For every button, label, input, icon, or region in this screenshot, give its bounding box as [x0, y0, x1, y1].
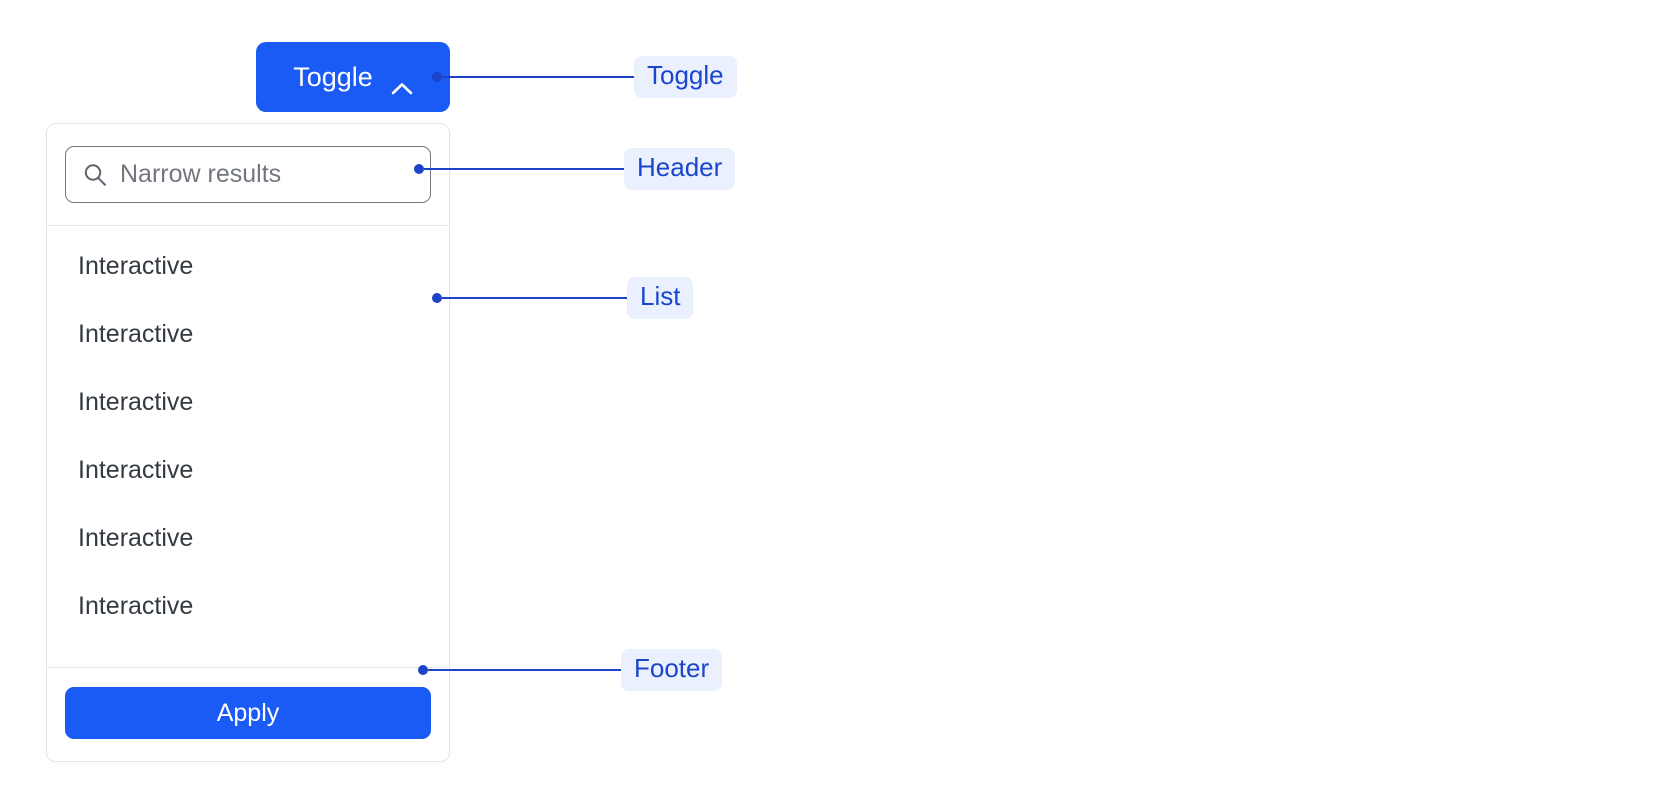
list-item[interactable]: Interactive	[47, 300, 449, 368]
list-item[interactable]: Interactive	[47, 232, 449, 300]
list-item-label: Interactive	[78, 591, 194, 620]
annotation-dot	[432, 293, 442, 303]
list-item-label: Interactive	[78, 523, 194, 552]
toggle-button-label: Toggle	[293, 61, 373, 92]
list-item[interactable]: Interactive	[47, 572, 449, 640]
toggle-button[interactable]: Toggle	[256, 42, 450, 112]
dropdown-header	[47, 124, 456, 226]
annotation-badge-header: Header	[624, 147, 736, 191]
list-item-label: Interactive	[78, 387, 194, 416]
annotation-line	[428, 669, 621, 671]
annotation-dot	[432, 72, 442, 82]
search-input[interactable]	[108, 147, 456, 202]
list-item[interactable]: Interactive	[47, 436, 449, 504]
list-item-label: Interactive	[78, 455, 194, 484]
search-icon	[82, 162, 108, 188]
list-item[interactable]: Interactive	[47, 368, 449, 436]
annotation-line	[442, 76, 634, 78]
dropdown-list: Interactive Interactive Interactive Inte…	[47, 226, 449, 667]
dropdown-panel: Interactive Interactive Interactive Inte…	[46, 123, 456, 762]
search-field[interactable]	[65, 146, 456, 203]
list-item-label: Interactive	[78, 319, 194, 348]
annotation-dot	[414, 164, 424, 174]
apply-button[interactable]: Apply	[65, 687, 431, 739]
list-item[interactable]: Interactive	[47, 504, 449, 572]
annotation-badge-footer: Footer	[621, 648, 723, 692]
dropdown-footer: Apply	[47, 667, 449, 761]
chevron-up-icon	[391, 71, 413, 94]
annotation-badge-list: List	[627, 276, 694, 320]
annotation-badge-toggle: Toggle	[634, 55, 737, 99]
annotation-dot	[418, 665, 428, 675]
annotation-line	[424, 168, 624, 170]
list-item-label: Interactive	[78, 251, 194, 280]
annotation-line	[442, 297, 627, 299]
